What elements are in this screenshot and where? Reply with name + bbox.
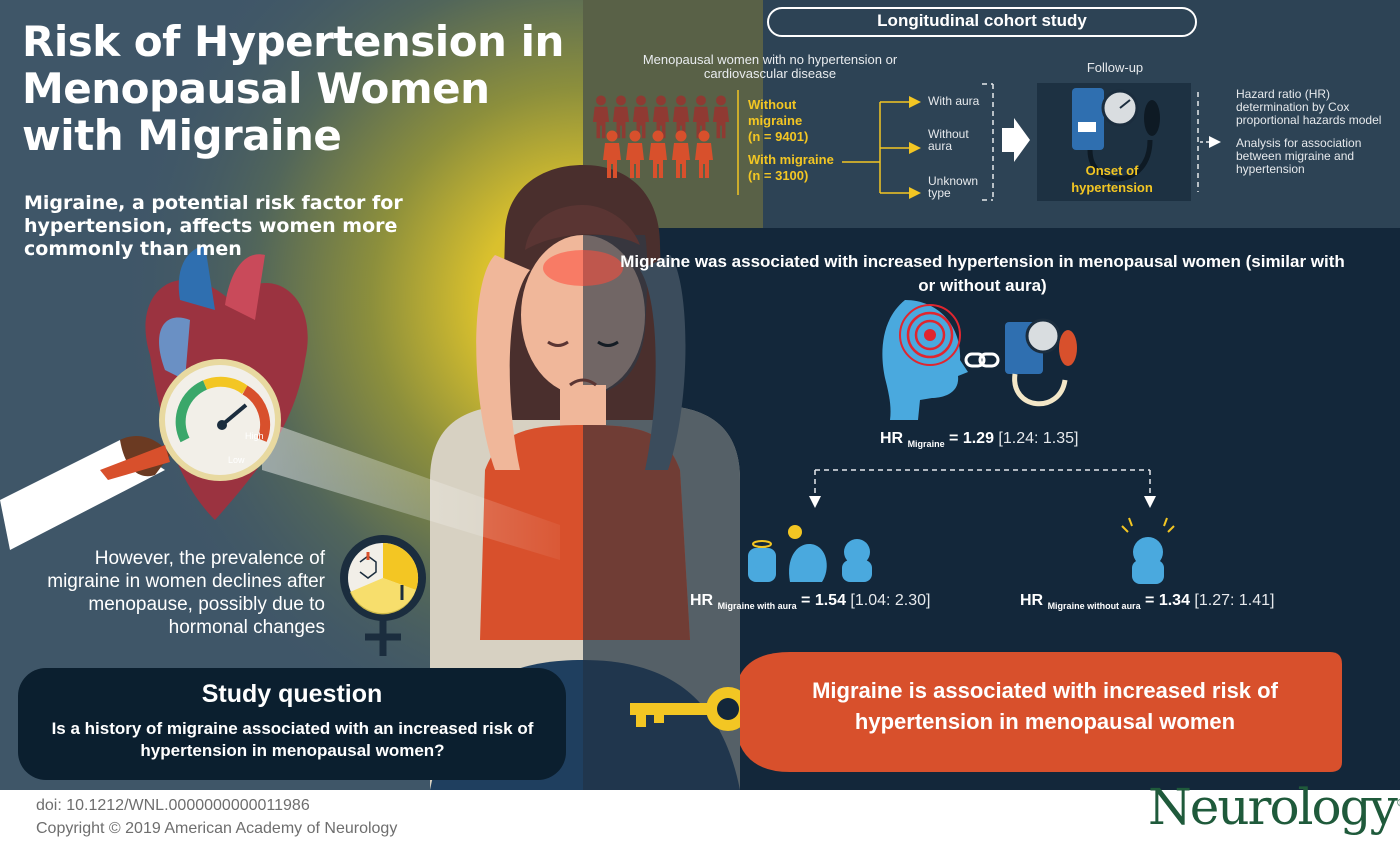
hr-no-aura-prefix: HR — [1020, 592, 1044, 609]
group-with-migraine-label: With migraine — [748, 152, 834, 167]
migraine-hypertension-link-icon — [882, 300, 1077, 420]
group-connectors — [737, 90, 921, 199]
conclusion-text: Migraine is associated with increased ri… — [812, 678, 1278, 734]
intro-text: Migraine, a potential risk factor for hy… — [24, 192, 403, 260]
cohort-study-title: Longitudinal cohort study — [877, 11, 1087, 30]
analysis-notes: Hazard ratio (HR) determination by Cox p… — [1236, 88, 1396, 176]
hr-aura-subscript: Migraine with aura — [717, 601, 797, 612]
follow-up-arrow-icon — [1002, 118, 1030, 162]
hormone-clock-female-symbol — [340, 535, 426, 656]
migraine-with-aura-icon — [748, 525, 872, 582]
key-icon — [630, 687, 750, 731]
hr-aura-ci: [1.04: 2.30] — [850, 592, 931, 609]
migraine-without-aura-icon — [1121, 517, 1175, 584]
dashed-brackets — [982, 83, 1199, 201]
prevalence-decline-text: However, the prevalence of migraine in w… — [47, 548, 325, 638]
conclusion-tag — [740, 652, 1342, 772]
split-arrows — [809, 469, 1156, 508]
copyright-text: Copyright © 2019 American Academy of Neu… — [36, 820, 398, 837]
hr-overall: HR Migraine = 1.29 [1.24: 1.35] — [880, 430, 1078, 449]
infographic-title: Risk of Hypertension in Menopausal Women… — [22, 17, 564, 160]
analysis-note-hr: Hazard ratio (HR) determination by Cox p… — [1236, 87, 1382, 127]
analysis-note-association: Analysis for association between migrain… — [1236, 136, 1362, 176]
follow-up-label: Follow-up — [1086, 60, 1144, 75]
doi-text: doi: 10.1212/WNL.0000000000011986 — [36, 797, 310, 814]
hr-aura-value: = 1.54 — [801, 592, 846, 609]
subtype-with-aura: With aura — [928, 94, 980, 108]
gauge-low-label: Low — [228, 455, 245, 465]
hr-no-aura-subscript: Migraine without aura — [1047, 601, 1141, 612]
group-without-migraine-n: (n = 9401) — [748, 129, 809, 144]
hr-without-aura: HR Migraine without aura = 1.34 [1.27: 1… — [1020, 592, 1274, 611]
cohort-title-pill — [767, 7, 1197, 37]
neurology-logo-text: Neurology — [1148, 778, 1398, 836]
footer-band — [0, 790, 1400, 855]
blood-pressure-monitor-icon — [1072, 88, 1160, 182]
hr-overall-value: = 1.29 — [949, 430, 994, 447]
group-with-migraine: With migraine (n = 3100) — [748, 152, 848, 184]
hr-aura-prefix: HR — [690, 592, 714, 609]
hr-with-aura: HR Migraine with aura = 1.54 [1.04: 2.30… — [690, 592, 930, 611]
hr-no-aura-ci: [1.27: 1.41] — [1194, 592, 1275, 609]
neurology-logo: Neurology® — [1148, 778, 1400, 836]
study-question-title: Study question — [201, 680, 383, 708]
main-finding: Migraine was associated with increased h… — [620, 252, 1345, 295]
registered-mark: ® — [1396, 796, 1400, 809]
study-question-text: Is a history of migraine associated with… — [51, 719, 534, 760]
hr-overall-ci: [1.24: 1.35] — [998, 430, 1079, 447]
group-without-migraine-label: Without migraine — [748, 97, 803, 128]
group-with-migraine-n: (n = 3100) — [748, 168, 809, 183]
hr-overall-subscript: Migraine — [907, 439, 945, 450]
population-description: Menopausal women with no hypertension or… — [642, 52, 898, 81]
hr-no-aura-value: = 1.34 — [1145, 592, 1190, 609]
gauge-high-label: High — [245, 431, 264, 441]
subtype-unknown: Unknown type — [928, 174, 979, 200]
hr-overall-prefix: HR — [880, 430, 904, 447]
subtype-without-aura: Without aura — [928, 127, 969, 153]
onset-of-hypertension-label: Onset of hypertension — [1071, 163, 1153, 195]
group-without-migraine: Without migraine (n = 9401) — [748, 97, 848, 145]
study-question-box — [18, 668, 566, 780]
heart-gauge-illustration — [0, 245, 560, 560]
